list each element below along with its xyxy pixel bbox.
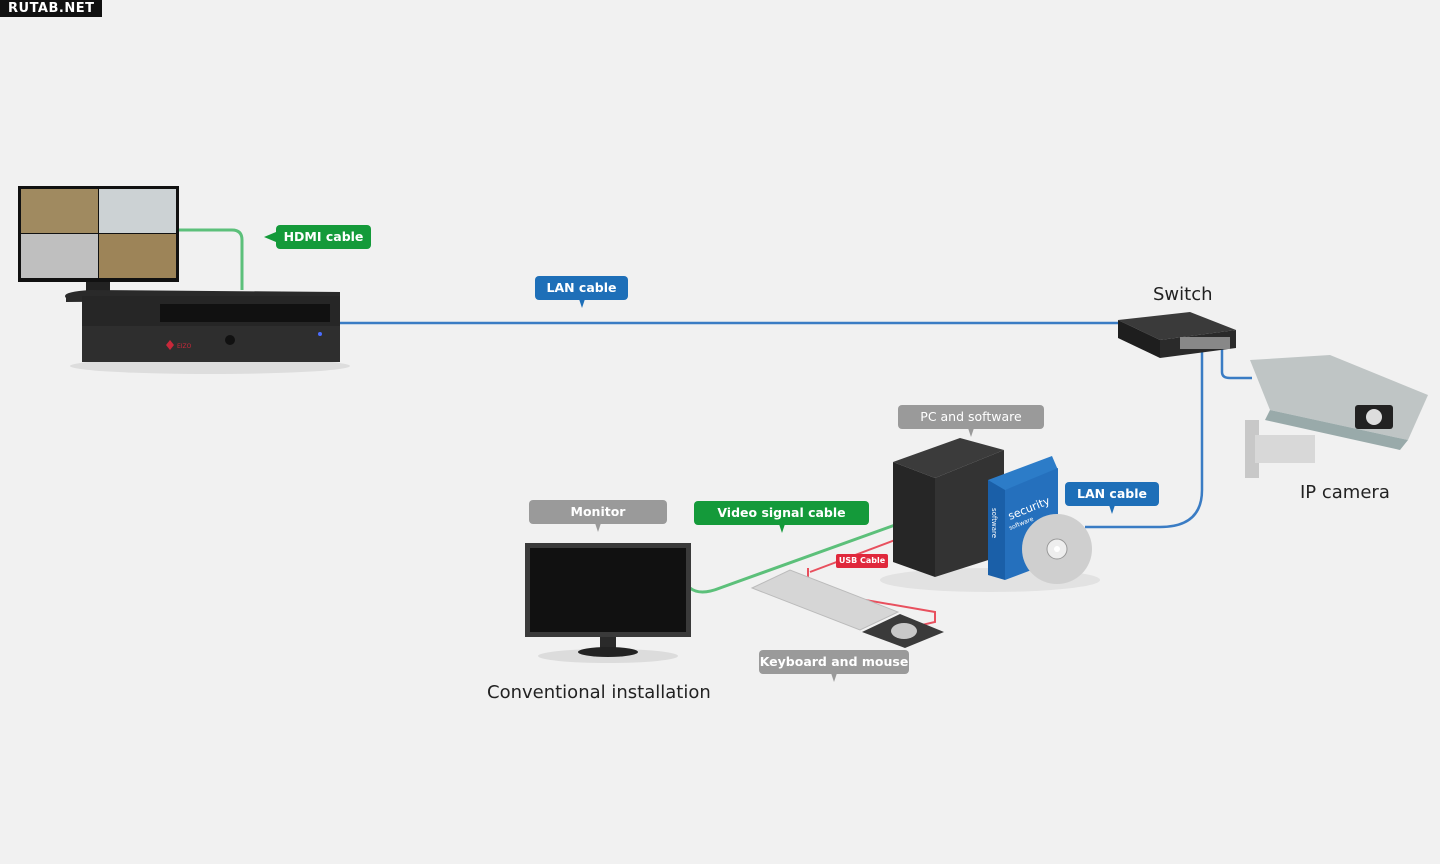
lan-cable-camera xyxy=(1220,345,1252,380)
watermark: RUTAB.NET xyxy=(0,0,103,17)
hdmi-cable xyxy=(178,228,244,290)
keyboard-and-mouse-label: Keyboard and mouse xyxy=(759,650,909,682)
usb-cable-label: USB Cable xyxy=(836,554,888,568)
video-signal-cable xyxy=(689,523,896,594)
keyboard xyxy=(750,569,900,631)
eizo-logo: EIZO xyxy=(177,343,192,350)
nvr-monitor xyxy=(18,186,179,294)
pc-tower xyxy=(880,438,1100,592)
ip-camera xyxy=(1245,355,1428,478)
nvr-box: EIZO xyxy=(65,290,350,374)
mouse-pad xyxy=(862,614,944,648)
monitor-label: Monitor xyxy=(529,500,667,532)
network-switch xyxy=(1118,312,1236,358)
software-spine: software xyxy=(990,508,998,538)
switch-title: Switch xyxy=(1153,284,1213,305)
ip-camera-title: IP camera xyxy=(1300,482,1390,503)
lan-cable-top-label: LAN cable xyxy=(535,276,628,308)
lan-cable-pc xyxy=(1085,345,1204,529)
lan-cable-pc-label: LAN cable xyxy=(1065,482,1159,514)
pc-and-software-label: PC and software xyxy=(898,405,1044,437)
hdmi-cable-label: HDMI cable xyxy=(264,225,371,249)
video-signal-cable-label: Video signal cable xyxy=(694,501,869,533)
conventional-monitor xyxy=(525,543,691,663)
cd-disc xyxy=(1022,514,1092,584)
conventional-installation-title: Conventional installation xyxy=(487,682,711,703)
